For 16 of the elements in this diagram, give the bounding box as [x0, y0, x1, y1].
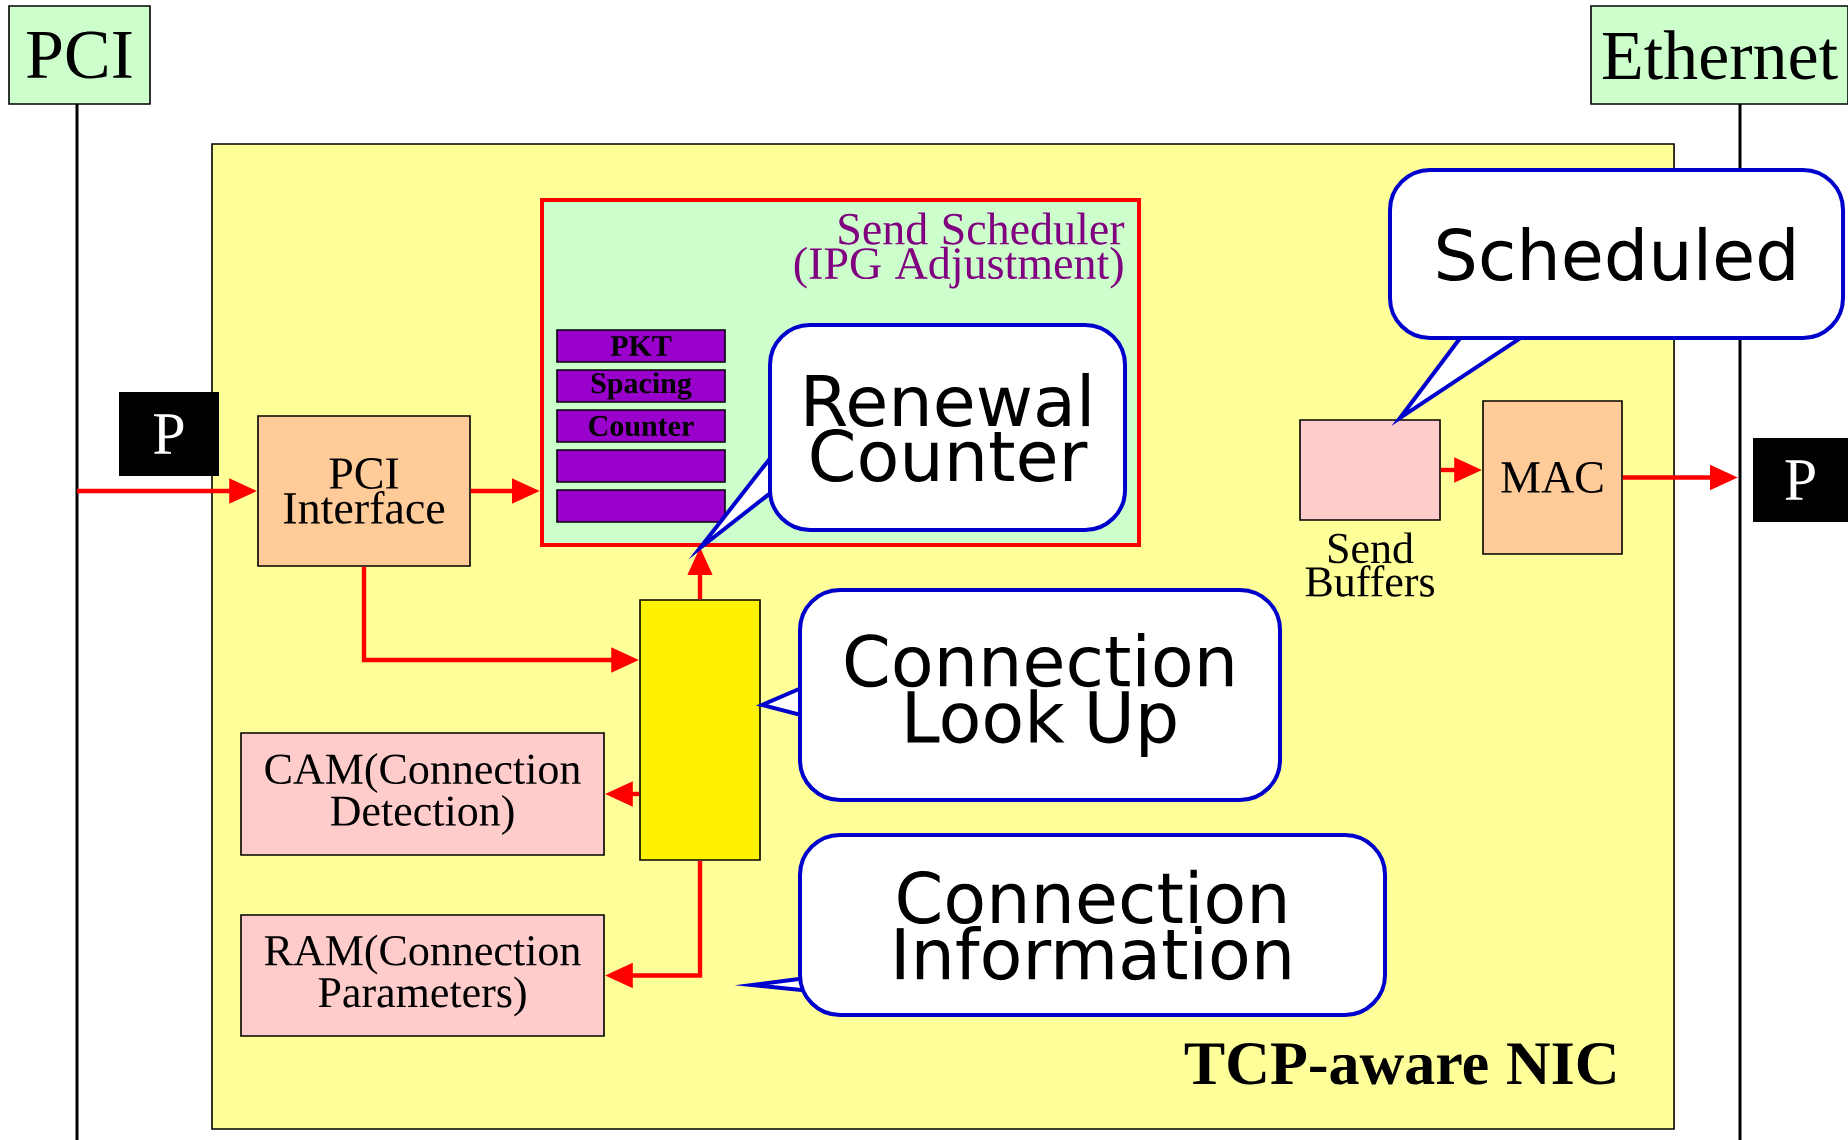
- node-label: Send Buffers: [1305, 532, 1435, 597]
- memory-box: CAM(Connection Detection): [240, 732, 605, 856]
- counter-bar: [556, 489, 726, 523]
- counter-bar: Spacing: [556, 369, 726, 403]
- process-box: MAC: [1482, 400, 1623, 555]
- callout: Scheduled: [1388, 168, 1845, 427]
- counter-bar: Counter: [556, 409, 726, 443]
- callout: Connection Look Up: [755, 588, 1282, 802]
- counter-bar: [556, 449, 726, 483]
- lookup-box: [639, 599, 761, 861]
- callout: Connection Information: [734, 833, 1387, 1017]
- memory-box: RAM(Connection Parameters): [240, 914, 605, 1037]
- label-box: Ethernet: [1590, 5, 1848, 105]
- counter-bar: PKT: [556, 329, 726, 363]
- label-box: PCI: [8, 5, 151, 105]
- process-box: PCI Interface: [257, 415, 471, 567]
